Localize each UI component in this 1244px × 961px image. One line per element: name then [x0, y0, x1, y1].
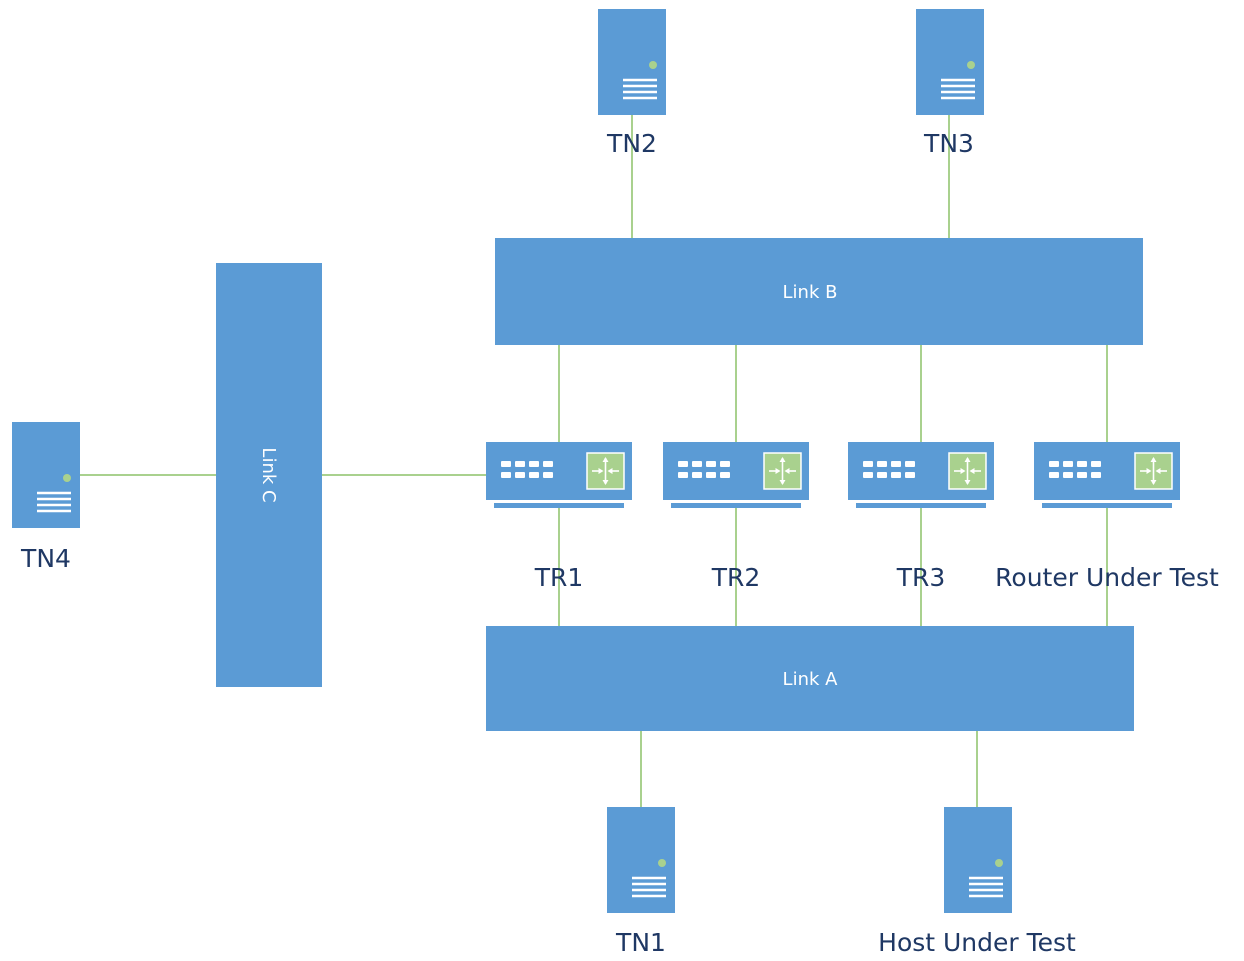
router-under-test-router-icon	[1034, 442, 1180, 508]
connectors	[80, 112, 1108, 807]
tn1-label: TN1	[615, 928, 666, 957]
link-b-label: Link B	[783, 282, 838, 303]
router-under-test-label: Router Under Test	[995, 563, 1219, 592]
host-under-test-label: Host Under Test	[878, 928, 1076, 957]
tr1-router-icon	[486, 442, 632, 508]
tn1-server-icon	[607, 807, 675, 913]
link-b: Link B	[495, 238, 1143, 345]
routers	[486, 442, 1180, 508]
link-b-box	[495, 238, 1143, 345]
link-a-label: Link A	[783, 669, 839, 690]
link-c-label: Link C	[258, 447, 279, 502]
tn4-server-icon	[12, 422, 80, 528]
link-a: Link A	[486, 626, 1134, 731]
link-c: Link C	[216, 263, 322, 687]
tr2-label: TR2	[711, 563, 761, 592]
tr2-router-icon	[663, 442, 809, 508]
host-under-test-server-icon	[944, 807, 1012, 913]
tn3-server-icon	[916, 9, 984, 115]
node-labels: TN2 TN3 TN4 TN1 Host Under Test TR1 TR2 …	[20, 129, 1219, 957]
link-c-box	[216, 263, 322, 687]
tr3-router-icon	[848, 442, 994, 508]
tn4-label: TN4	[20, 544, 71, 573]
tr1-label: TR1	[534, 563, 584, 592]
tr3-label: TR3	[896, 563, 946, 592]
servers	[12, 9, 1012, 913]
tn3-label: TN3	[923, 129, 974, 158]
tn2-label: TN2	[606, 129, 657, 158]
link-a-box	[486, 626, 1134, 731]
tn2-server-icon	[598, 9, 666, 115]
